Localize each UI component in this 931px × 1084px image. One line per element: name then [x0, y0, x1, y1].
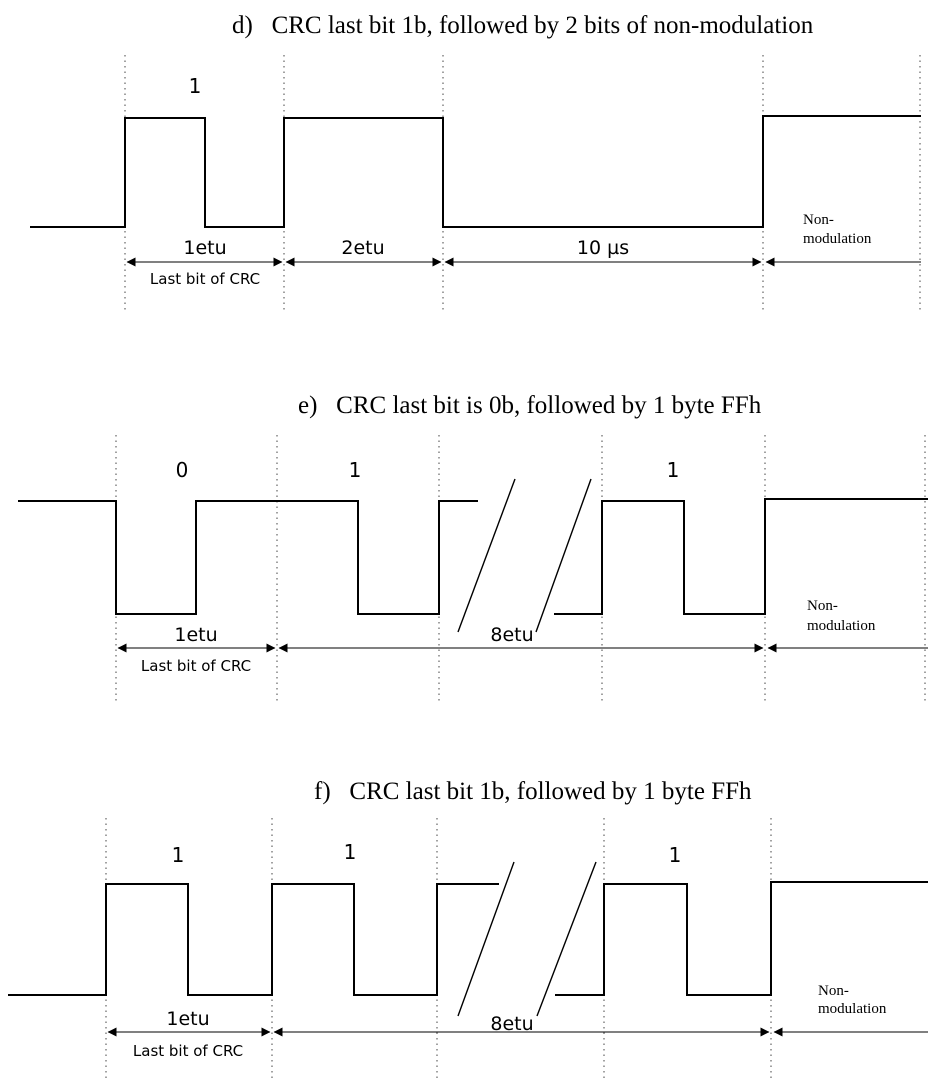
diagram-d: d) CRC last bit 1b, followed by 2 bits o…	[30, 12, 921, 312]
break-mark	[535, 478, 592, 633]
diagram-title: d) CRC last bit 1b, followed by 2 bits o…	[232, 12, 814, 39]
signal-waveform	[8, 883, 499, 996]
signal-waveform	[554, 498, 928, 615]
nonmod-label-line1: Non-	[818, 983, 849, 999]
span-label: 1etu	[166, 1008, 209, 1030]
span-label: 2etu	[341, 237, 384, 259]
signal-waveform	[555, 881, 928, 996]
span-label: 8etu	[490, 624, 533, 646]
bit-label: 1	[667, 458, 680, 482]
bit-label: 0	[176, 458, 189, 482]
break-mark	[457, 478, 516, 633]
bit-label: 1	[189, 74, 202, 98]
break-mark	[536, 861, 597, 1017]
span-label: 8etu	[490, 1013, 533, 1035]
break-mark	[457, 861, 515, 1017]
span-label: 1etu	[174, 624, 217, 646]
bit-label: 1	[344, 840, 357, 864]
bit-label: 1	[172, 843, 185, 867]
last-bit-label: Last bit of CRC	[141, 657, 251, 675]
last-bit-label: Last bit of CRC	[133, 1042, 243, 1060]
nonmod-label-line1: Non-	[807, 598, 838, 614]
last-bit-label: Last bit of CRC	[150, 270, 260, 288]
bit-label: 1	[349, 458, 362, 482]
bit-label: 1	[669, 843, 682, 867]
signal-waveform	[30, 115, 921, 228]
nonmod-label-line1: Non-	[803, 212, 834, 228]
nonmod-label-line2: modulation	[818, 1001, 887, 1017]
span-label: 1etu	[183, 237, 226, 259]
span-label: 10 µs	[577, 237, 629, 259]
nonmod-label-line2: modulation	[803, 231, 872, 247]
diagram-f: f) CRC last bit 1b, followed by 1 byte F…	[8, 778, 928, 1080]
diagram-e: e) CRC last bit is 0b, followed by 1 byt…	[18, 392, 928, 702]
diagram-title: e) CRC last bit is 0b, followed by 1 byt…	[298, 392, 762, 419]
nonmod-label-line2: modulation	[807, 618, 876, 634]
signal-waveform	[18, 500, 478, 615]
diagram-title: f) CRC last bit 1b, followed by 1 byte F…	[314, 778, 752, 805]
